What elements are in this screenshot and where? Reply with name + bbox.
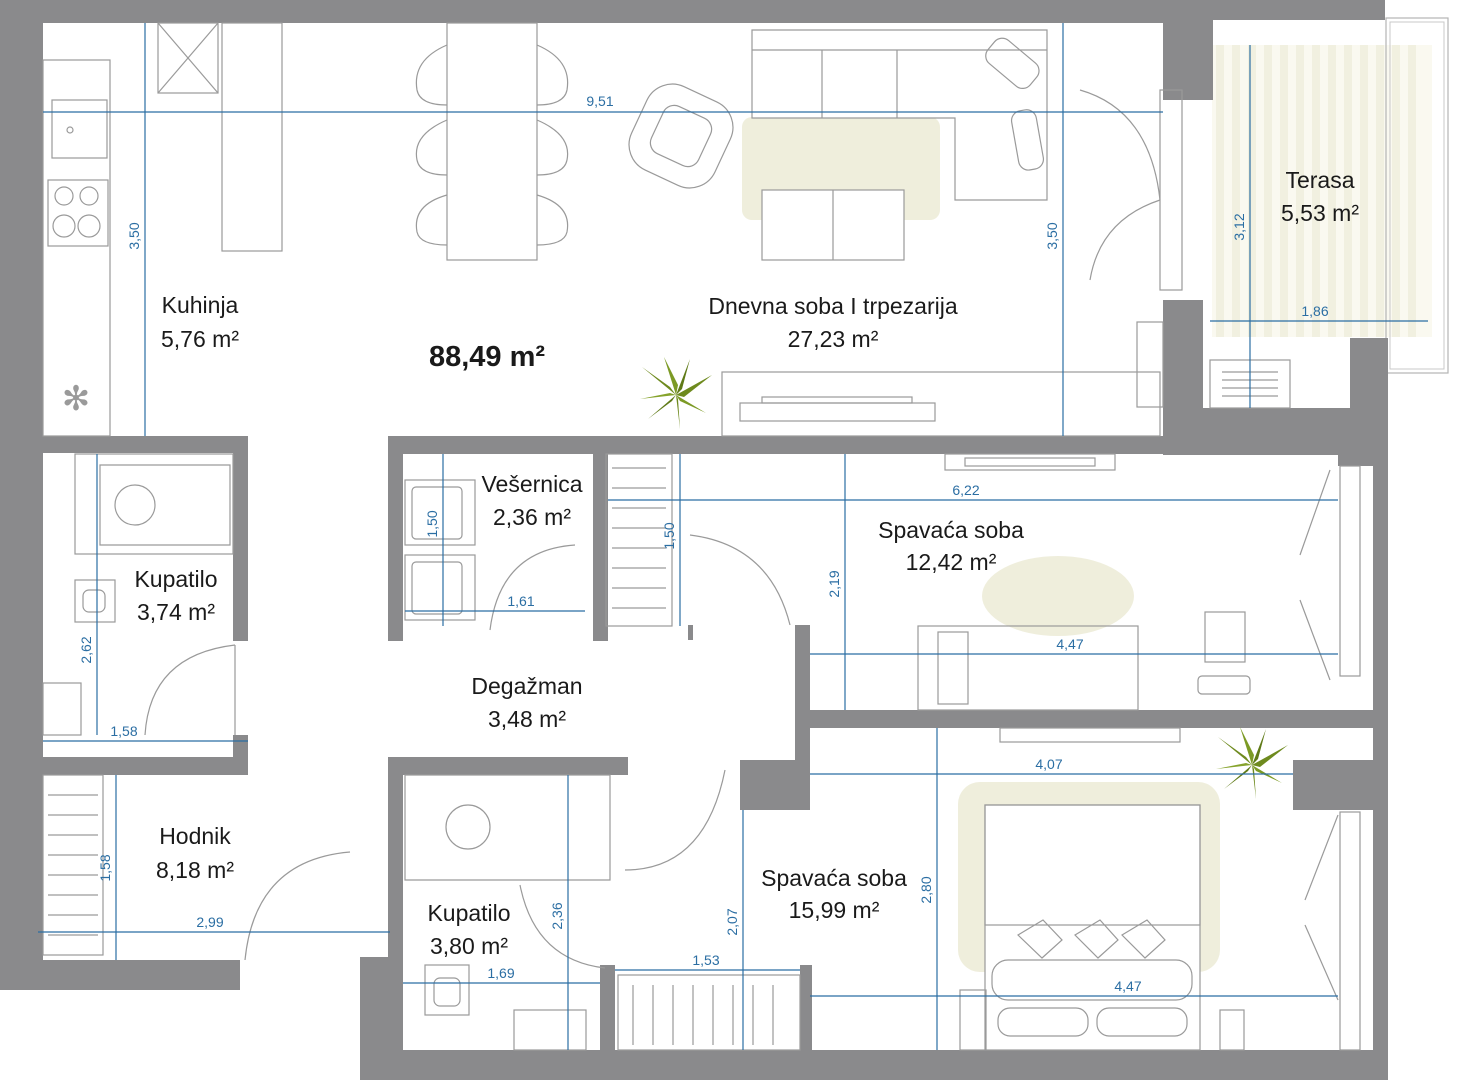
room-name-hodnik: Hodnik	[159, 823, 231, 849]
dim-closet-height: 1,50	[661, 522, 677, 549]
room-area-spavaca2: 15,99 m²	[789, 897, 880, 923]
dim-living-height: 3,50	[1044, 222, 1060, 249]
dim-terrace-height: 3,12	[1231, 213, 1247, 240]
room-name-kupatilo1: Kupatilo	[134, 566, 217, 592]
room-area-kupatilo1: 3,74 m²	[137, 599, 215, 625]
room-area-kupatilo2: 3,80 m²	[430, 933, 508, 959]
dimension-labels: 9,51 3,50 3,50 3,12 1,86 1,50 1,50 1,61 …	[78, 93, 1329, 994]
terrace-deck	[1212, 17, 1449, 374]
room-name-terasa: Terasa	[1285, 167, 1354, 193]
dim-living-width: 9,51	[586, 93, 613, 109]
hall-wardrobe	[42, 774, 104, 956]
dim-bedroom2-inner-height: 2,07	[724, 908, 740, 935]
room-area-vesernica: 2,36 m²	[493, 504, 571, 530]
bedroom2-furniture	[617, 727, 1361, 1051]
plant-icon	[1216, 727, 1288, 799]
bedroom1-furniture	[917, 453, 1361, 711]
dim-bath2-height: 2,36	[549, 902, 565, 929]
room-area-spavaca1: 12,42 m²	[906, 549, 997, 575]
dim-hall-height: 1,58	[97, 854, 113, 881]
dim-bedroom2-width: 4,47	[1114, 978, 1141, 994]
room-area-dnevna: 27,23 m²	[788, 326, 879, 352]
room-name-degazman: Degažman	[471, 673, 582, 699]
room-area-hodnik: 8,18 m²	[156, 857, 234, 883]
dim-bedroom1-width: 6,22	[952, 482, 979, 498]
room-name-spavaca2: Spavaća soba	[761, 865, 907, 891]
dim-kitchen-height: 3,50	[126, 222, 142, 249]
doors	[144, 89, 1183, 969]
dining-set	[415, 22, 569, 261]
bath1-fixtures	[42, 453, 234, 736]
room-area-terasa: 5,53 m²	[1281, 200, 1359, 226]
tv-console-living	[721, 321, 1164, 437]
dim-laundry-height: 1,50	[424, 510, 440, 537]
room-area-degazman: 3,48 m²	[488, 706, 566, 732]
room-area-kuhinja: 5,76 m²	[161, 326, 239, 352]
laundry-fixtures	[404, 453, 673, 627]
dim-terrace-width: 1,86	[1301, 303, 1328, 319]
dim-bath1-height: 2,62	[78, 636, 94, 663]
room-name-kuhinja: Kuhinja	[162, 292, 239, 318]
walls	[0, 0, 1388, 1080]
dim-bedroom2-top-width: 4,07	[1035, 756, 1062, 772]
armchair	[628, 83, 734, 189]
dim-bedroom1-inner-width: 4,47	[1056, 636, 1083, 652]
dim-bath2-width: 1,69	[487, 965, 514, 981]
dim-bedroom2-closet-width: 1,53	[692, 952, 719, 968]
dim-bath1-width: 1,58	[110, 723, 137, 739]
room-labels: Kuhinja 5,76 m² 88,49 m² Dnevna soba I t…	[134, 167, 1359, 959]
dimension-lines	[38, 23, 1428, 1050]
dim-bedroom1-height: 2,19	[826, 570, 842, 597]
svg-text:✻: ✻	[62, 379, 91, 419]
kitchen-furniture: ✻	[42, 22, 283, 437]
sofa	[751, 29, 1048, 261]
total-area: 88,49 m²	[429, 341, 545, 373]
dim-bedroom2-height: 2,80	[918, 876, 934, 903]
bath2-fixtures	[404, 774, 611, 1051]
room-name-vesernica: Vešernica	[481, 471, 582, 497]
dim-hall-width: 2,99	[196, 914, 223, 930]
room-name-dnevna: Dnevna soba I trpezarija	[708, 293, 958, 319]
room-name-kupatilo2: Kupatilo	[427, 900, 510, 926]
dim-laundry-width: 1,61	[507, 593, 534, 609]
plant-icon	[640, 357, 712, 429]
room-name-spavaca1: Spavaća soba	[878, 517, 1024, 543]
